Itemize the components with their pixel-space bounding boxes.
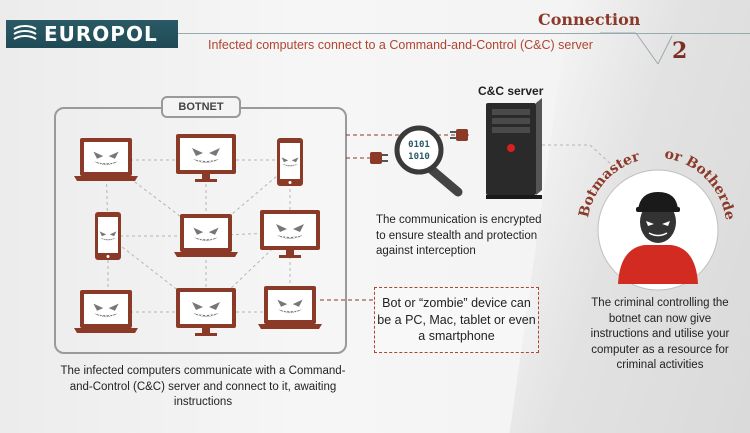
infected-laptop-2	[174, 214, 238, 257]
infected-phone-2	[95, 212, 121, 260]
infected-monitor-2	[260, 210, 320, 258]
zombie-device-text: Bot or “zombie” device can be a PC, Mac,…	[377, 295, 536, 344]
infected-monitor-3	[176, 288, 236, 336]
infected-monitor-1	[176, 134, 236, 182]
binary-top: 0101	[408, 140, 430, 150]
cc-server-icon	[486, 98, 542, 199]
plug-icon-left	[370, 152, 388, 164]
infected-laptop-3	[74, 290, 138, 333]
infected-laptop-4	[258, 286, 322, 329]
page-number: 2	[672, 38, 688, 64]
infected-laptop-1	[74, 138, 138, 181]
magnifier-icon: 0101 1010	[394, 125, 463, 197]
header-rule	[178, 33, 750, 34]
botmaster-caption: The criminal controlling the botnet can …	[590, 297, 730, 372]
section-title: Connection	[538, 10, 641, 29]
botnet-caption: The infected computers communicate with …	[60, 365, 346, 409]
header-chevron	[600, 32, 673, 65]
cc-server-label: C&C server	[478, 84, 544, 98]
europol-logo: EUROPOL	[6, 20, 178, 48]
europol-logo-icon	[13, 25, 37, 40]
encryption-note: The communication is encrypted to ensure…	[376, 214, 542, 258]
infected-phone-1	[277, 138, 303, 186]
binary-bottom: 1010	[408, 152, 430, 162]
botmaster-avatar	[597, 169, 719, 291]
logo-text: EUROPOL	[44, 22, 158, 46]
page-subtitle: Infected computers connect to a Command-…	[208, 38, 593, 52]
plug-icon-right	[450, 129, 468, 141]
server-links	[320, 134, 470, 301]
zombie-device-note: Bot or “zombie” device can be a PC, Mac,…	[374, 287, 539, 353]
botnet-label: BOTNET	[161, 96, 241, 118]
